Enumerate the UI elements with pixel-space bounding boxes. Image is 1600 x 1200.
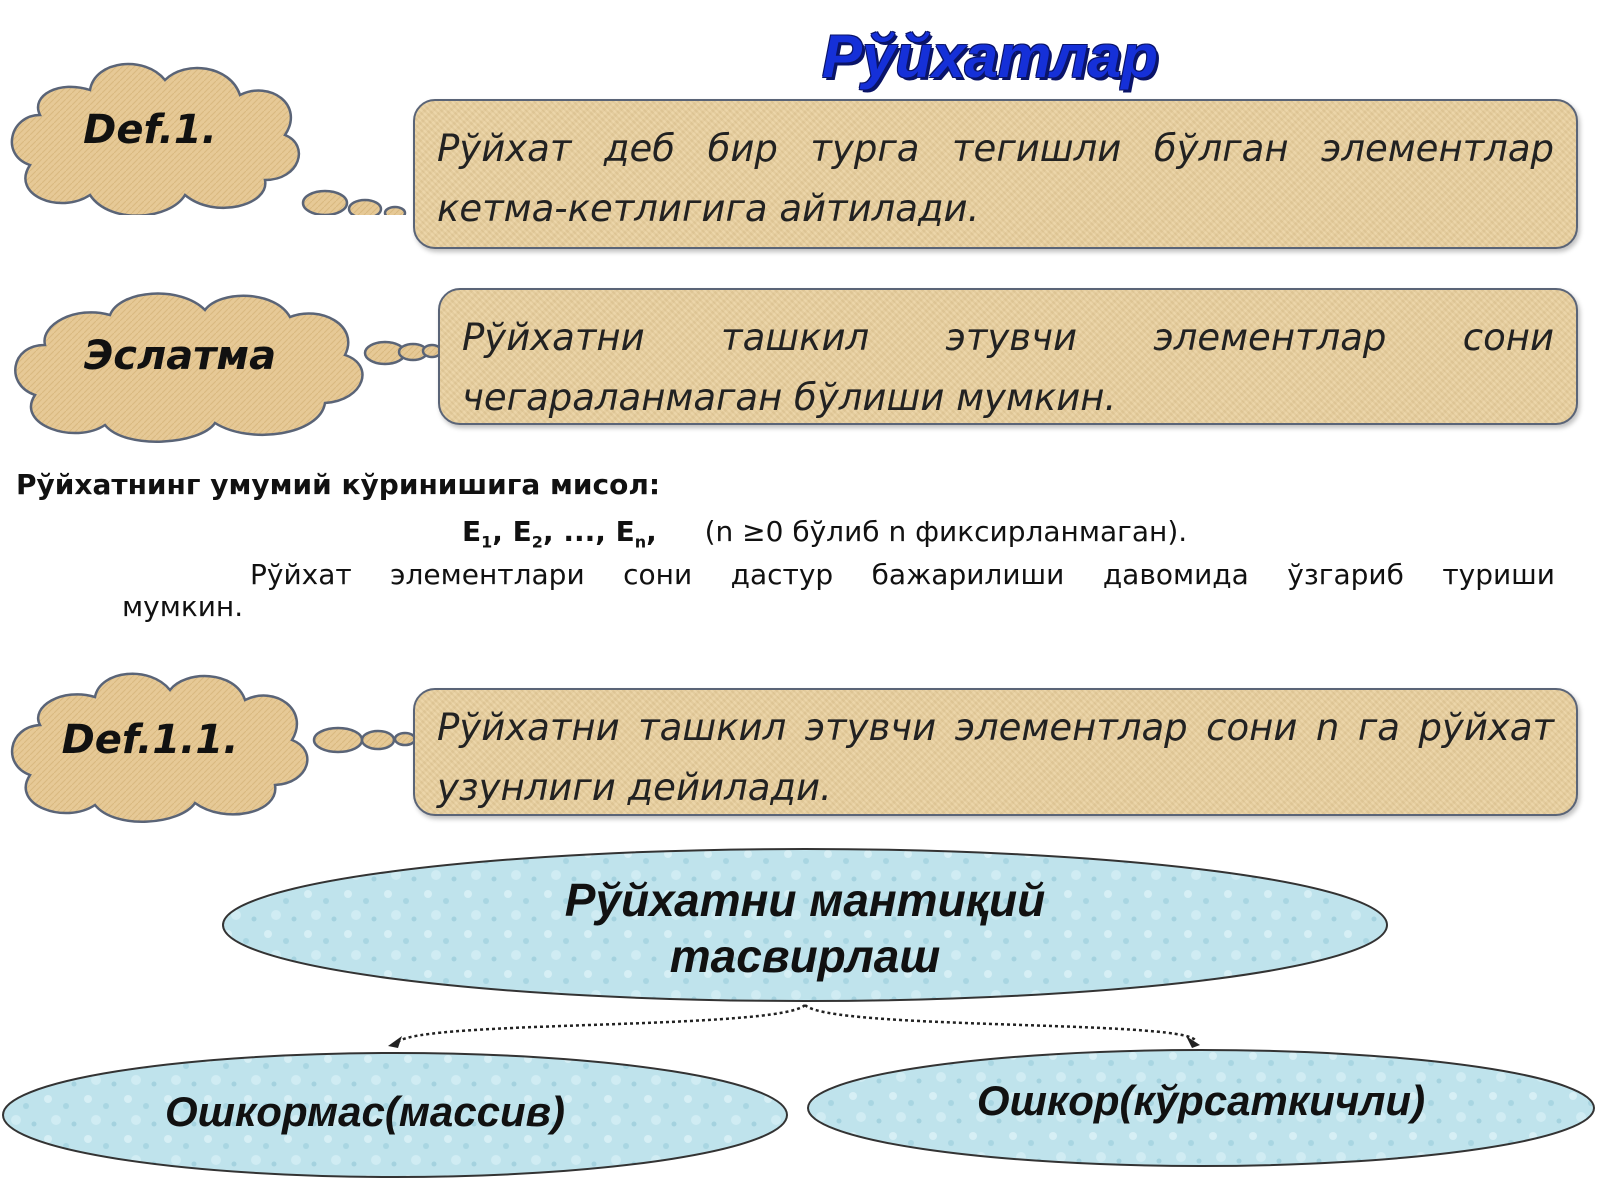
formula-e: E bbox=[462, 515, 482, 548]
ellipse-shape-icon bbox=[807, 1049, 1595, 1167]
formula-subn: n bbox=[634, 532, 647, 552]
def11-tag: Def.1.1. bbox=[61, 717, 239, 763]
cloud-shape-icon bbox=[14, 292, 440, 443]
def1-tag: Def.1. bbox=[83, 107, 217, 153]
cloud-shape-icon bbox=[10, 62, 407, 215]
paragraph-line1-text: Рўйхат элементлари сони дастур бажарилиш… bbox=[250, 558, 1555, 591]
diagram-root-node: Рўйхатни мантиқий тасвирлаш bbox=[220, 845, 1390, 1005]
arrowhead-right-icon bbox=[1186, 1036, 1200, 1048]
diagram-root-line2: тасвирлаш bbox=[669, 930, 941, 982]
formula-sep1: , E bbox=[492, 515, 532, 548]
diagram-right-node: Ошкор(кўрсаткичли) bbox=[805, 1047, 1597, 1169]
note-cloud: Эслатма bbox=[0, 285, 440, 445]
def11-definition-box: Рўйхатни ташкил этувчи элементлар сони n… bbox=[413, 688, 1578, 816]
def1-cloud: Def.1. bbox=[0, 45, 420, 215]
ellipse-shape-icon bbox=[222, 848, 1388, 1002]
cloud-shape-icon bbox=[10, 672, 417, 823]
example-formula: E1, E2, ..., En, (n ≥0 бўлиб n фиксирлан… bbox=[462, 515, 1187, 552]
example-paragraph-line1: Рўйхат элементлари сони дастур бажарилиш… bbox=[250, 558, 1555, 591]
def1-definition-text: Рўйхат деб бир турга тегишли бўлган элем… bbox=[437, 127, 1554, 230]
arrowhead-left-icon bbox=[388, 1036, 402, 1048]
diagram-right-label: Ошкор(кўрсаткичли) bbox=[976, 1077, 1426, 1124]
formula-sub2: 2 bbox=[531, 532, 543, 552]
formula-sub1: 1 bbox=[481, 532, 493, 552]
note-text: Рўйхатни ташкил этувчи элементлар сони ч… bbox=[462, 316, 1554, 419]
formula-tail: , bbox=[646, 515, 657, 548]
formula-sep2: , ..., E bbox=[542, 515, 635, 548]
formula-condition: (n ≥0 бўлиб n фиксирланмаган). bbox=[704, 515, 1188, 548]
example-paragraph-line2: мумкин. bbox=[122, 590, 244, 623]
def1-definition-box: Рўйхат деб бир турга тегишли бўлган элем… bbox=[413, 99, 1578, 249]
ellipse-shape-icon bbox=[2, 1052, 788, 1178]
def11-cloud: Def.1.1. bbox=[0, 665, 420, 825]
note-tag: Эслатма bbox=[83, 333, 277, 379]
diagram-left-label: Ошкормас(массив) bbox=[165, 1088, 565, 1135]
def11-definition-text: Рўйхатни ташкил этувчи элементлар сони n… bbox=[437, 706, 1554, 809]
example-heading: Рўйхатнинг умумий кўринишига мисол: bbox=[16, 468, 661, 501]
note-box: Рўйхатни ташкил этувчи элементлар сони ч… bbox=[438, 288, 1578, 425]
page-title: Рўйхатлар bbox=[822, 23, 1158, 90]
diagram-left-node: Ошкормас(массив) bbox=[0, 1050, 790, 1180]
diagram-root-line1: Рўйхатни мантиқий bbox=[564, 874, 1046, 926]
